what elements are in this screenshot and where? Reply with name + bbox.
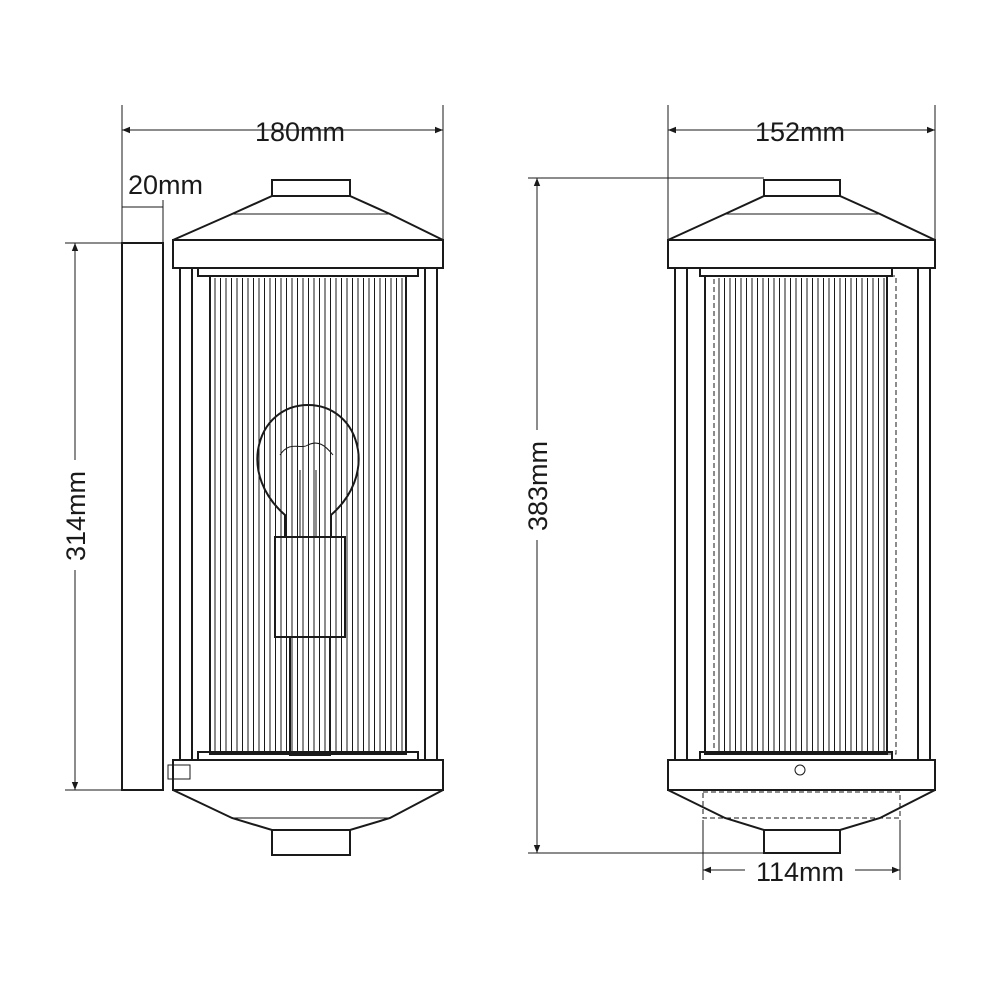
stem <box>289 636 331 756</box>
front-dimensions: 152mm 383mm 114mm <box>523 105 936 887</box>
side-dimensions: 180mm 20mm 314mm <box>61 105 444 791</box>
base-width-114-label: 114mm <box>756 857 844 887</box>
bulb <box>256 403 360 538</box>
wall-plate <box>121 242 164 791</box>
base <box>172 789 444 831</box>
bottom-band <box>172 759 444 791</box>
height-383-label: 383mm <box>523 441 553 531</box>
width-180-label: 180mm <box>255 117 345 147</box>
top-cap <box>763 179 841 197</box>
side-view-lantern <box>121 179 444 856</box>
roof <box>667 195 936 241</box>
top-band <box>667 239 936 269</box>
frame-post <box>179 267 193 761</box>
frame-post <box>674 267 688 761</box>
base <box>667 789 936 831</box>
height-314-label: 314mm <box>61 471 91 561</box>
width-152-label: 152mm <box>755 117 845 147</box>
bottom-cap <box>763 829 841 854</box>
roof <box>172 195 444 241</box>
front-view-lantern <box>667 179 936 854</box>
frame-post <box>424 267 438 761</box>
bottom-cap <box>271 829 351 856</box>
top-band <box>172 239 444 269</box>
socket <box>274 536 346 638</box>
depth-20-label: 20mm <box>128 170 203 200</box>
frame-post <box>917 267 931 761</box>
top-cap <box>271 179 351 197</box>
